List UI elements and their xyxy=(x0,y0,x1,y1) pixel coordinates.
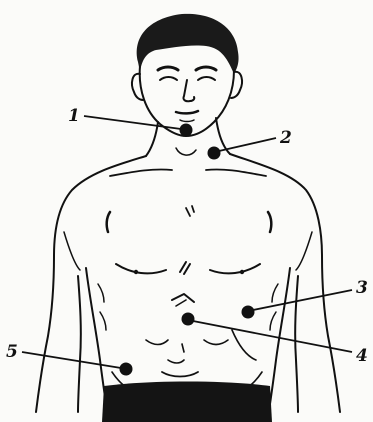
label-point-4: 4 xyxy=(356,346,368,366)
abs-line-right xyxy=(204,340,228,345)
nose xyxy=(183,80,194,101)
inner-arm-right xyxy=(295,276,298,412)
marker-point-5 xyxy=(120,363,133,376)
chin-line xyxy=(180,120,194,122)
abs-line-left xyxy=(146,340,168,345)
rib-left-1 xyxy=(98,284,104,302)
eyebrow-right xyxy=(196,67,216,70)
pec-line-left xyxy=(116,264,166,273)
oblique-right xyxy=(232,330,256,360)
eye-right xyxy=(198,77,215,80)
leader-line-2 xyxy=(219,138,276,151)
label-point-3: 3 xyxy=(356,278,368,298)
abs-mark-center xyxy=(182,344,184,352)
pec-line-right xyxy=(210,264,260,273)
rib-right-2 xyxy=(270,312,276,330)
rib-right-1 xyxy=(272,284,278,302)
abs-chevron-2 xyxy=(176,300,186,306)
waistband xyxy=(102,382,272,422)
hair xyxy=(137,14,239,74)
marker-point-1 xyxy=(180,124,193,137)
chest-center-mark xyxy=(180,262,190,274)
sternum-mark xyxy=(186,206,194,216)
nipple-left xyxy=(134,270,138,274)
bicep-left xyxy=(64,232,80,270)
neck-left xyxy=(146,122,158,156)
mouth xyxy=(176,111,198,113)
marker-point-2 xyxy=(208,147,221,160)
abs-chevron xyxy=(172,294,194,302)
label-point-2: 2 xyxy=(279,128,292,148)
chest-mark-left xyxy=(107,212,110,232)
marker-point-4 xyxy=(182,313,195,326)
chest-mark-right xyxy=(268,212,271,232)
eye-left xyxy=(160,77,177,80)
bicep-right xyxy=(296,232,312,270)
leader-line-5 xyxy=(22,352,121,368)
clavicle-right xyxy=(206,169,266,176)
nipple-right xyxy=(240,270,244,274)
navel-line xyxy=(162,372,198,377)
label-point-5: 5 xyxy=(6,342,18,362)
clavicle-left xyxy=(110,169,172,176)
torso-left xyxy=(86,268,106,404)
marker-point-3 xyxy=(242,306,255,319)
eyebrow-left xyxy=(158,67,178,70)
label-point-1: 1 xyxy=(68,106,80,126)
navel-line-2 xyxy=(168,360,184,363)
shoulder-right xyxy=(230,154,340,412)
inner-arm-left xyxy=(78,276,81,412)
leader-line-1 xyxy=(84,116,181,129)
leader-line-3 xyxy=(253,290,352,310)
rib-left-2 xyxy=(100,312,106,330)
throat-line xyxy=(176,148,196,155)
